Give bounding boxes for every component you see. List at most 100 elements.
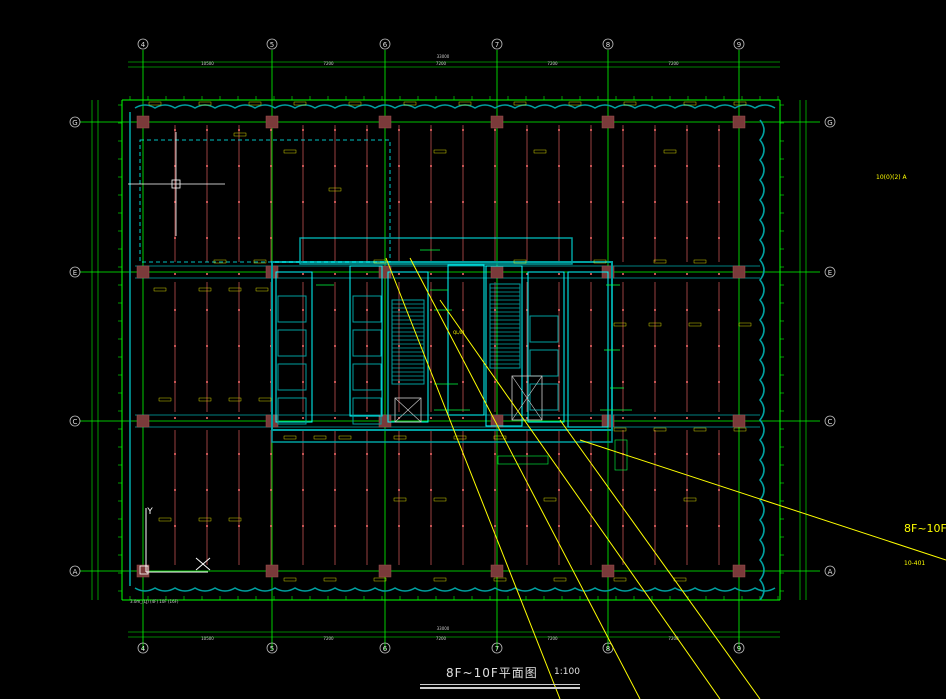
beam-node [238,345,240,347]
title-underline [420,684,580,685]
dim-span-top: 7200 [547,61,558,66]
beam-tag [283,149,297,154]
diagonal-leader [409,257,641,699]
beam-node [206,237,208,239]
beam-node [430,453,432,455]
axis-label-right: G [827,119,832,127]
axis-bubble-left [69,116,81,128]
beam-node [334,273,336,275]
dim-total-bottom: 33000 [437,626,450,631]
beam-tag [233,132,247,137]
beam-node [622,417,624,419]
beam-node [174,381,176,383]
beam-node [174,129,176,131]
beam-tag [198,101,212,106]
beam-tag [198,287,212,292]
structural-column [732,265,746,279]
dim-total-top: 33000 [437,54,450,59]
beam-node [238,453,240,455]
core-bottom-band [271,429,613,443]
beam-tag [373,577,387,582]
beam-tag [553,577,567,582]
beam-tag [653,259,667,264]
axis-label-right: E [828,269,832,277]
ucs-x-mark [195,557,211,571]
axis-label-right: C [828,418,833,426]
beam-node [622,273,624,275]
dim-span-bottom: 7200 [436,636,447,641]
beam-node [270,453,272,455]
beam-node [398,453,400,455]
beam-node [238,525,240,527]
beam-tag [533,149,547,154]
beam-node [430,165,432,167]
beam-node [174,489,176,491]
beam-node [622,525,624,527]
beam-node [366,129,368,131]
axis-label-top: 4 [141,41,146,49]
beam-tag [453,435,467,440]
beam-tag [283,435,297,440]
beam-tag [653,427,667,432]
axis-bubble-left [69,415,81,427]
beam-node [302,129,304,131]
beam-node [270,129,272,131]
axis-bubble-right [824,266,836,278]
beam-node [558,273,560,275]
beam-tag [623,101,637,106]
beam-node [302,309,304,311]
diagonal-leader [385,257,561,699]
beam-node [686,489,688,491]
beam-node [238,273,240,275]
core-room [485,265,523,427]
elevator-cab [352,329,382,357]
beam-tag [393,435,407,440]
beam-tag [543,497,557,502]
beam-tag [733,101,747,106]
beam-node [238,165,240,167]
beam-node [366,201,368,203]
dim-span-bottom: 10500 [201,636,214,641]
beam-node [622,489,624,491]
beam-tag [673,577,687,582]
beam-tag [568,101,582,106]
beam-node [398,273,400,275]
elevator-cab [352,397,382,425]
beam-node [622,129,624,131]
beam-tag [313,435,327,440]
beam-node [622,237,624,239]
axis-label-left: G [72,119,77,127]
beam-node [366,273,368,275]
beam-node [430,525,432,527]
beam-node [302,381,304,383]
structural-column [601,564,615,578]
beam-node [718,417,720,419]
axis-bubble-top [602,38,614,50]
beam-node [302,345,304,347]
beam-node [174,309,176,311]
structural-column [490,564,504,578]
elevator-cab [352,295,382,323]
beam-node [334,489,336,491]
beam-node [398,165,400,167]
beam-node [622,381,624,383]
beam-node [238,201,240,203]
beam-node [654,273,656,275]
beam-node [718,345,720,347]
beam-node [462,417,464,419]
beam-tag [693,259,707,264]
beam-node [366,309,368,311]
beam-node [590,489,592,491]
axis-bubble-right [824,415,836,427]
structural-column [490,265,504,279]
beam-tag [228,287,242,292]
beam-node [718,453,720,455]
axis-label-left: A [73,568,78,576]
beam-tag [493,435,507,440]
shaft [511,375,543,421]
beam-node [206,273,208,275]
beam-node [398,201,400,203]
beam-tag [158,517,172,522]
elevator-cab [529,383,559,411]
